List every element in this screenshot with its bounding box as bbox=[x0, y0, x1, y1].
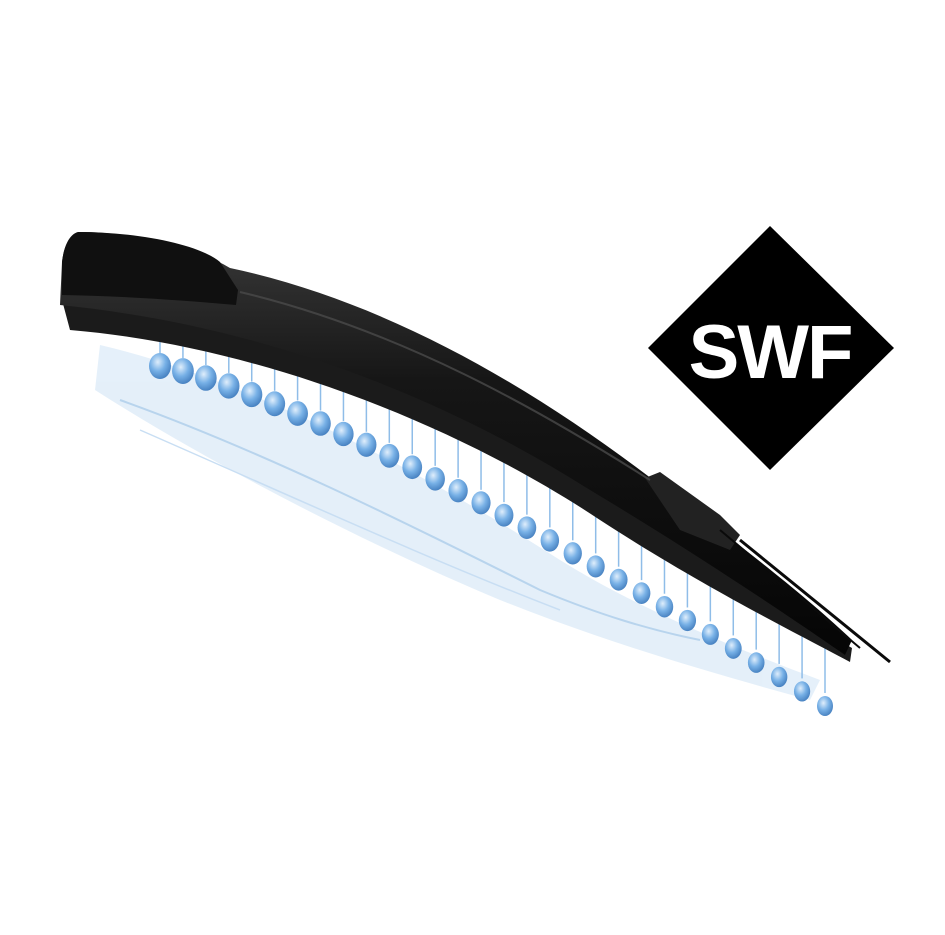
water-droplet bbox=[770, 666, 788, 688]
wiper-arm-line bbox=[739, 538, 891, 664]
water-droplet bbox=[287, 401, 308, 426]
water-droplet bbox=[218, 373, 240, 399]
water-droplet bbox=[678, 609, 697, 632]
wiper-end-cap bbox=[62, 232, 238, 305]
water-droplet bbox=[609, 568, 628, 591]
wiper-adapter bbox=[645, 472, 740, 550]
wiper-blade-body bbox=[60, 232, 852, 655]
swf-logo: SWF bbox=[648, 226, 894, 470]
water-droplet bbox=[817, 696, 833, 716]
water-droplet bbox=[517, 516, 537, 540]
water-droplet bbox=[793, 681, 811, 702]
logo-text: SWF bbox=[689, 310, 852, 395]
water-droplet bbox=[563, 542, 582, 565]
water-droplet bbox=[241, 381, 263, 408]
water-droplet bbox=[586, 555, 605, 578]
water-droplet bbox=[379, 443, 400, 468]
water-droplet bbox=[701, 623, 719, 645]
water-droplet bbox=[632, 582, 651, 604]
water-droplet bbox=[356, 432, 377, 457]
water-droplet bbox=[333, 421, 354, 447]
water-droplet bbox=[540, 529, 560, 552]
water-droplet bbox=[402, 455, 423, 480]
water-droplet bbox=[448, 479, 468, 503]
logo-diamond bbox=[648, 226, 894, 470]
water-droplet bbox=[310, 411, 331, 436]
water-droplet bbox=[724, 638, 742, 659]
water-droplet bbox=[172, 358, 194, 384]
water-droplet bbox=[747, 652, 765, 673]
water-droplet bbox=[471, 491, 491, 515]
water-spray bbox=[95, 345, 820, 700]
water-droplet bbox=[494, 503, 514, 527]
water-droplet bbox=[425, 467, 445, 491]
water-drips bbox=[149, 308, 833, 716]
water-droplet bbox=[195, 365, 217, 391]
water-droplet bbox=[264, 391, 286, 417]
water-droplet bbox=[655, 595, 674, 618]
wiper-rubber-edge bbox=[62, 300, 852, 662]
water-droplet bbox=[149, 353, 171, 379]
